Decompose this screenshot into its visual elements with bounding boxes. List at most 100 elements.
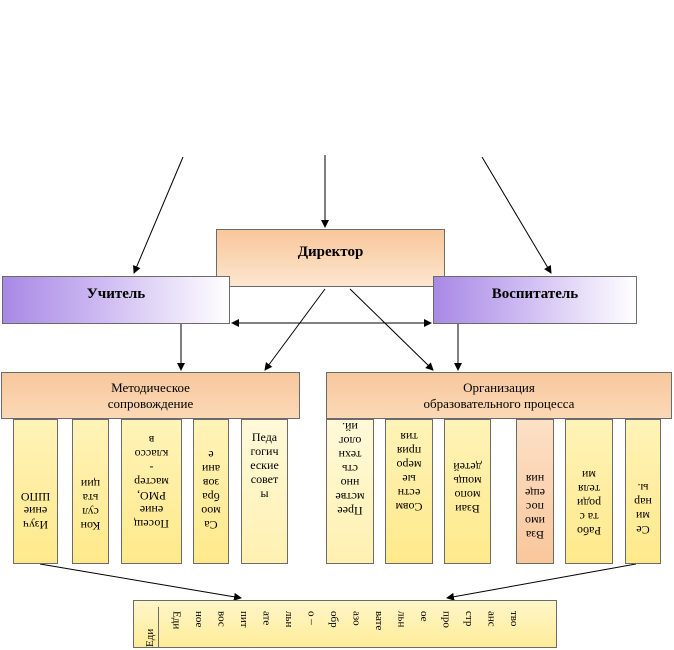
arrow-director-method: [264, 288, 326, 371]
bottom-item-text: обр: [328, 611, 340, 628]
col-text: прия: [396, 444, 422, 458]
bottom-item-text: анс: [485, 611, 498, 627]
educational-process-line-2: образовательного процесса: [423, 395, 575, 411]
methodical-support-box: Методическое сопровождение: [1, 372, 300, 419]
col-text: Са: [204, 518, 218, 532]
col-text: меро: [396, 458, 422, 472]
org-col-seminars: Се ми нар ы.: [625, 419, 661, 564]
col-text: техн: [338, 448, 362, 462]
methodical-support-line-1: Методическое: [111, 379, 190, 395]
col-text: ение: [139, 503, 164, 517]
col-text: в: [148, 433, 155, 447]
col-text: еще: [525, 486, 545, 500]
arrow-top-right: [481, 156, 552, 274]
col-text: бра: [202, 490, 220, 504]
col-text: Взаи: [455, 502, 480, 516]
col-text: ния: [525, 472, 545, 486]
col-text: нно: [340, 476, 360, 490]
col-text: ми: [636, 509, 651, 523]
col-text: гогич: [250, 444, 279, 458]
bottom-item-text: о –: [305, 611, 318, 625]
col-text: еские: [250, 458, 279, 472]
col-text: имо: [525, 514, 546, 528]
bottom-item-text: ате: [260, 611, 273, 626]
org-col-continuity: Прее мстве нно сть техн олог ий.: [326, 419, 374, 564]
bottom-item-text: вос: [215, 611, 228, 627]
col-text: ьта: [82, 491, 99, 505]
bottom-item-text: Еди: [170, 611, 183, 630]
col-text: теля: [577, 482, 601, 496]
col-text: ение: [23, 504, 48, 518]
col-text: ы.: [637, 481, 649, 495]
bottom-item-text: вате: [373, 611, 385, 631]
educator-label: Воспитатель: [491, 285, 579, 302]
method-col-self-education: Са моо бра зов ани е: [193, 419, 229, 564]
col-text: совет: [250, 472, 279, 486]
method-col-study: Изуч ение ШПО: [13, 419, 58, 564]
org-col-mutual-help: Взаи мопо мощь детей: [444, 419, 491, 564]
educator-box: Воспитатель: [433, 276, 637, 324]
col-text: Се: [636, 523, 650, 537]
teacher-label: Учитель: [86, 285, 146, 302]
org-col-parents: Рабо та с роди теля ми: [565, 419, 613, 564]
bottom-item-text: стр: [463, 611, 475, 627]
bottom-item-text: тво: [508, 611, 520, 627]
bottom-item-text: льн: [395, 611, 408, 628]
col-text: детей: [453, 460, 482, 474]
director-label: Директор: [297, 243, 364, 260]
col-text: е: [208, 448, 214, 462]
col-text: та с: [579, 510, 599, 524]
col-text: Посещ: [134, 517, 170, 531]
col-text: мопо: [454, 488, 481, 502]
bottom-item-text: льн: [283, 611, 295, 628]
col-text: сул: [82, 505, 99, 519]
col-text: ции: [80, 477, 101, 491]
col-text: нар: [634, 495, 652, 509]
col-text: ми: [582, 468, 597, 482]
col-text: Кон: [80, 519, 101, 533]
col-text: Рабо: [576, 524, 602, 538]
col-text: Прее: [337, 504, 363, 518]
org-col-joint-events: Совм естн ые меро прия тия: [385, 419, 433, 564]
methodical-support-line-2: сопровождение: [107, 395, 194, 411]
org-col-mutual-visits: Вза имо пос еще ния: [516, 419, 554, 564]
educational-process-box: Организация образовательного процесса: [326, 372, 672, 419]
col-text: Педа: [251, 430, 278, 444]
col-text: зов: [202, 476, 220, 490]
col-text: мстве: [335, 490, 365, 504]
col-text: сть: [341, 462, 359, 476]
col-text: ий.: [342, 420, 358, 434]
method-col-visits: Посещ ение РМО, мастер - классо в: [121, 419, 182, 564]
col-text: мастер: [134, 475, 169, 489]
col-text: РМО,: [137, 489, 167, 503]
arrow-org-bottom: [446, 563, 637, 601]
col-text: роди: [576, 496, 602, 510]
col-text: ы: [260, 486, 269, 500]
bottom-lead-text: Еди: [144, 628, 156, 647]
bottom-item-text: пит: [238, 611, 250, 628]
bottom-lead-cell: Еди: [142, 607, 159, 647]
col-text: пос: [525, 500, 545, 514]
col-text: Изуч: [22, 518, 49, 532]
col-text: олог: [338, 434, 362, 448]
director-box: Директор: [216, 229, 445, 287]
teacher-box: Учитель: [2, 276, 230, 324]
col-text: ШПО: [20, 490, 51, 504]
arrow-method-bottom: [39, 563, 242, 601]
col-text: Совм: [395, 500, 423, 514]
col-text: ые: [402, 472, 416, 486]
col-text: естн: [397, 486, 421, 500]
col-text: моо: [201, 504, 221, 518]
col-text: мощь: [453, 474, 482, 488]
col-text: -: [149, 461, 154, 475]
col-text: классо: [134, 447, 169, 461]
col-text: ани: [201, 462, 221, 476]
method-col-pedagogical-councils: Педа гогич еские совет ы: [241, 419, 288, 564]
arrow-top-left: [133, 156, 184, 274]
bottom-item-text: ное: [193, 611, 205, 628]
bottom-item-text: азо: [350, 611, 363, 626]
col-text: Вза: [525, 528, 545, 542]
